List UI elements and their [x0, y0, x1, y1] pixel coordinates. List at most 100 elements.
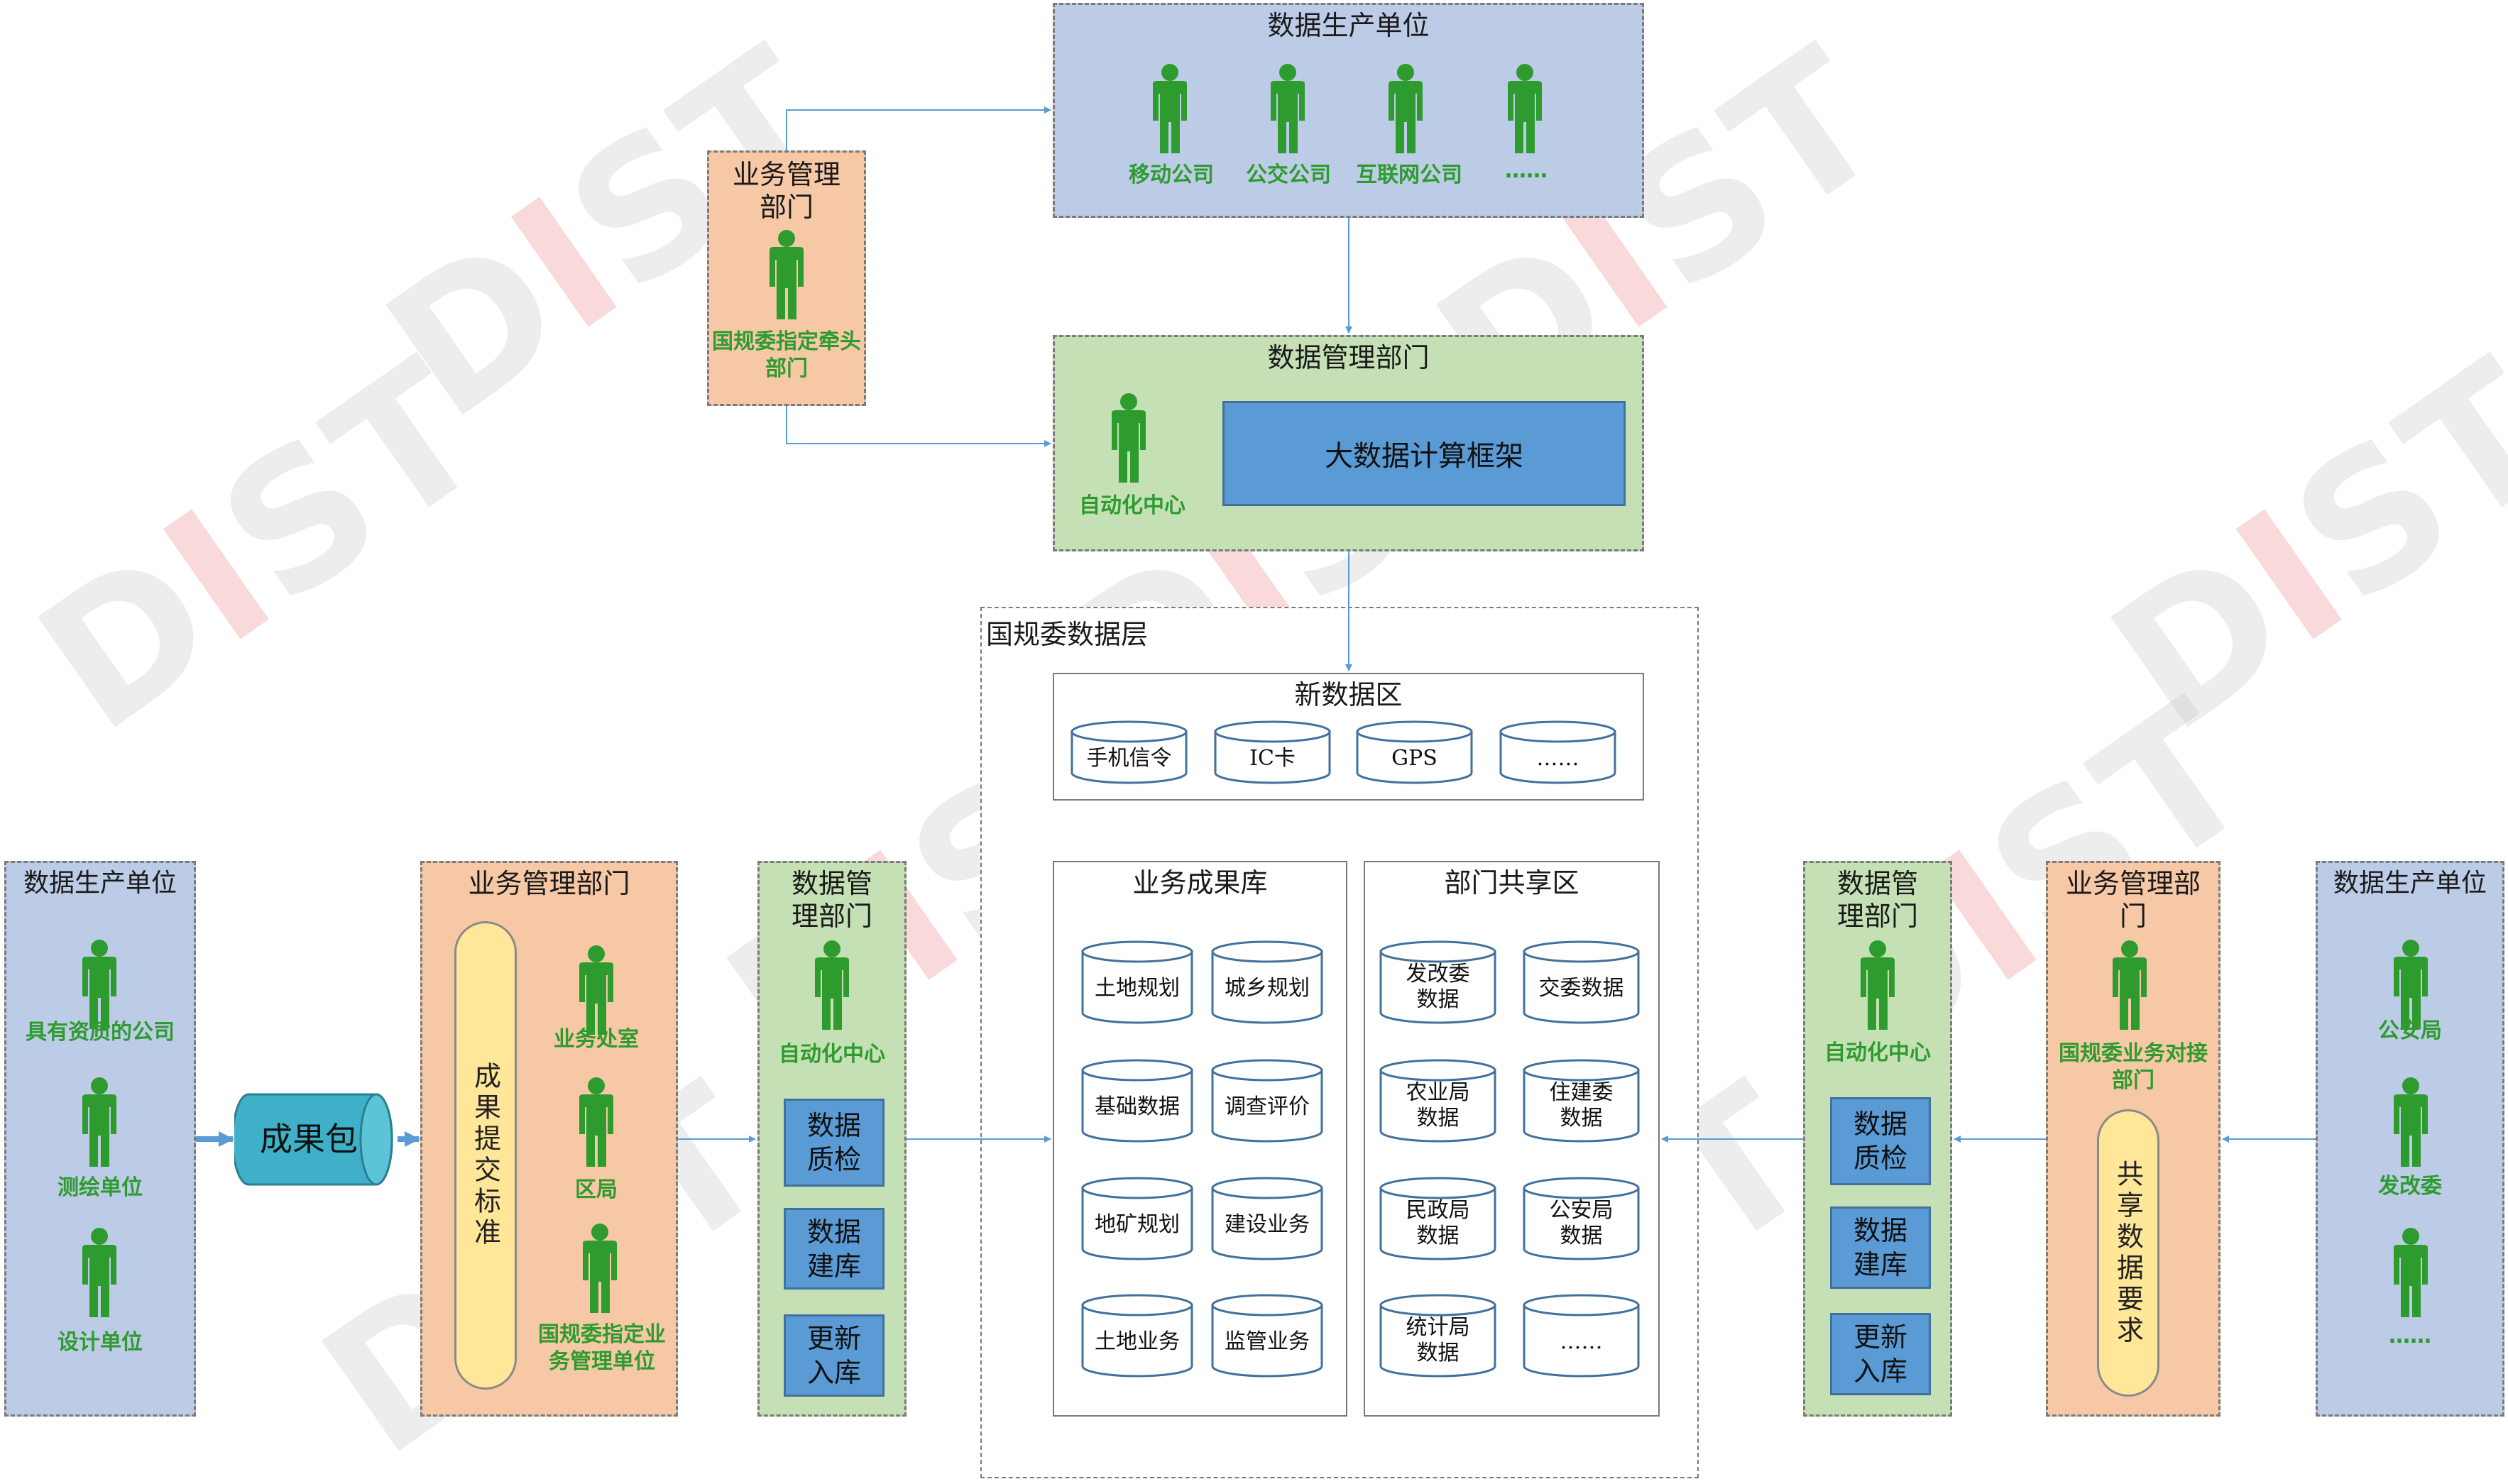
right-data-dept-title: 数据管理部门 — [1836, 868, 1918, 932]
database-cylinder: 城乡规划 — [1211, 940, 1323, 1024]
database-label: 基础数据 — [1095, 1094, 1180, 1119]
database-cylinder: 民政局数据 — [1379, 1177, 1496, 1260]
database-cylinder: 公安局数据 — [1523, 1177, 1640, 1260]
result-package: 成果包 — [231, 1092, 398, 1187]
person-label: 国规委业务对接部门 — [2059, 1041, 2208, 1093]
database-cylinder: 土地业务 — [1081, 1294, 1193, 1378]
submission-standard-text: 成果提交标准 — [469, 1062, 501, 1249]
connector-biz-to-datadept — [786, 406, 1051, 447]
person-icon — [811, 939, 853, 1031]
left-data-dept-title: 数据管理部门 — [791, 868, 872, 932]
person-label: 发改委 — [2378, 1174, 2442, 1199]
database-label: 住建委数据 — [1549, 1080, 1614, 1131]
person-icon — [1266, 62, 1309, 155]
person-icon — [78, 938, 121, 1030]
person-label: 自动化中心 — [1079, 493, 1185, 518]
results-library-title: 业务成果库 — [1132, 867, 1268, 898]
database-label: 统计局数据 — [1406, 1315, 1470, 1365]
top-producers-box: 数据生产单位 — [1053, 3, 1644, 218]
process-step: 数据建库 — [784, 1208, 885, 1290]
submission-standard: 成果提交标准 — [454, 921, 517, 1390]
data-layer-title: 国规委数据层 — [986, 619, 1149, 650]
connector-biz-to-producers — [786, 106, 1051, 150]
new-data-zone-title: 新数据区 — [1294, 679, 1403, 710]
database-label: 调查评价 — [1225, 1094, 1310, 1119]
person-label: 自动化中心 — [1824, 1040, 1931, 1065]
person-label: …… — [1505, 158, 1548, 183]
person-icon — [2108, 939, 2151, 1031]
result-package-shape — [231, 1093, 393, 1186]
database-label: 建设业务 — [1225, 1212, 1310, 1237]
database-cylinder: 手机信令 — [1070, 720, 1188, 784]
person-label: 具有资质的公司 — [26, 1020, 175, 1045]
person-icon — [765, 229, 808, 321]
person-label: …… — [2389, 1324, 2431, 1348]
database-cylinder: 农业局数据 — [1379, 1059, 1496, 1143]
person-label: 移动公司 — [1129, 163, 1214, 187]
sharing-requirement-text: 共享数据要求 — [2112, 1159, 2144, 1347]
database-cylinder: 发改委数据 — [1379, 940, 1496, 1024]
process-step: 数据建库 — [1830, 1207, 1931, 1289]
right-producers-title: 数据生产单位 — [2333, 869, 2487, 898]
database-label: 地矿规划 — [1095, 1212, 1180, 1237]
person-label: 国规委指定牵头部门 — [712, 329, 861, 381]
person-icon — [2389, 1076, 2432, 1168]
person-icon — [2389, 938, 2432, 1030]
process-step: 数据质检 — [784, 1099, 885, 1187]
database-label: …… — [1536, 746, 1579, 771]
database-label: GPS — [1391, 746, 1438, 771]
person-label: 业务处室 — [554, 1027, 639, 1052]
top-data-dept-title: 数据管理部门 — [1267, 342, 1430, 373]
database-label: 城乡规划 — [1225, 976, 1310, 1001]
database-cylinder: GPS — [1356, 720, 1473, 784]
database-label: 土地业务 — [1095, 1329, 1180, 1354]
result-package-label: 成果包 — [260, 1120, 358, 1158]
person-label: 互联网公司 — [1356, 163, 1462, 187]
person-label: 设计单位 — [58, 1330, 143, 1355]
process-step: 数据质检 — [1830, 1097, 1931, 1185]
big-data-framework: 大数据计算框架 — [1222, 401, 1626, 506]
database-label: 农业局数据 — [1406, 1080, 1470, 1131]
database-cylinder: 统计局数据 — [1379, 1294, 1496, 1378]
person-icon — [1856, 939, 1899, 1031]
person-icon — [78, 1226, 121, 1319]
person-icon — [579, 1222, 621, 1314]
database-cylinder: 土地规划 — [1081, 940, 1193, 1024]
database-label: 公安局数据 — [1549, 1198, 1614, 1248]
sharing-requirement: 共享数据要求 — [2097, 1109, 2159, 1397]
database-cylinder: 地矿规划 — [1081, 1177, 1193, 1260]
person-icon — [575, 1076, 618, 1168]
person-label: 自动化中心 — [779, 1042, 885, 1067]
database-label: …… — [1560, 1329, 1603, 1354]
database-cylinder: 基础数据 — [1081, 1059, 1193, 1143]
person-icon — [1384, 62, 1427, 155]
person-label: 国规委指定业务管理单位 — [538, 1322, 666, 1374]
database-cylinder: 建设业务 — [1211, 1177, 1323, 1260]
top-biz-dept-title: 业务管理部门 — [732, 159, 840, 223]
database-cylinder: 监管业务 — [1211, 1294, 1323, 1378]
database-label: 手机信令 — [1086, 746, 1172, 771]
person-icon — [1504, 62, 1546, 155]
database-label: 发改委数据 — [1406, 962, 1470, 1012]
left-producers-title: 数据生产单位 — [23, 869, 177, 898]
database-cylinder: 住建委数据 — [1523, 1059, 1640, 1143]
process-step: 更新入库 — [1830, 1313, 1931, 1395]
person-label: 区局 — [575, 1177, 618, 1202]
database-label: 交委数据 — [1538, 976, 1624, 1001]
process-step: 更新入库 — [784, 1314, 885, 1397]
person-icon — [78, 1076, 121, 1168]
right-biz-dept-title: 业务管理部门 — [2065, 868, 2201, 932]
database-cylinder: …… — [1499, 720, 1616, 784]
database-label: IC卡 — [1249, 746, 1296, 771]
database-cylinder: IC卡 — [1214, 720, 1331, 784]
person-icon — [1149, 62, 1191, 155]
top-producers-title: 数据生产单位 — [1267, 10, 1430, 41]
database-cylinder: 调查评价 — [1211, 1059, 1323, 1143]
person-label: 公交公司 — [1246, 163, 1331, 187]
database-cylinder: …… — [1523, 1294, 1640, 1378]
person-icon — [1107, 392, 1150, 484]
top-biz-dept-box: 业务管理部门 — [707, 150, 866, 406]
person-label: 测绘单位 — [58, 1175, 143, 1200]
